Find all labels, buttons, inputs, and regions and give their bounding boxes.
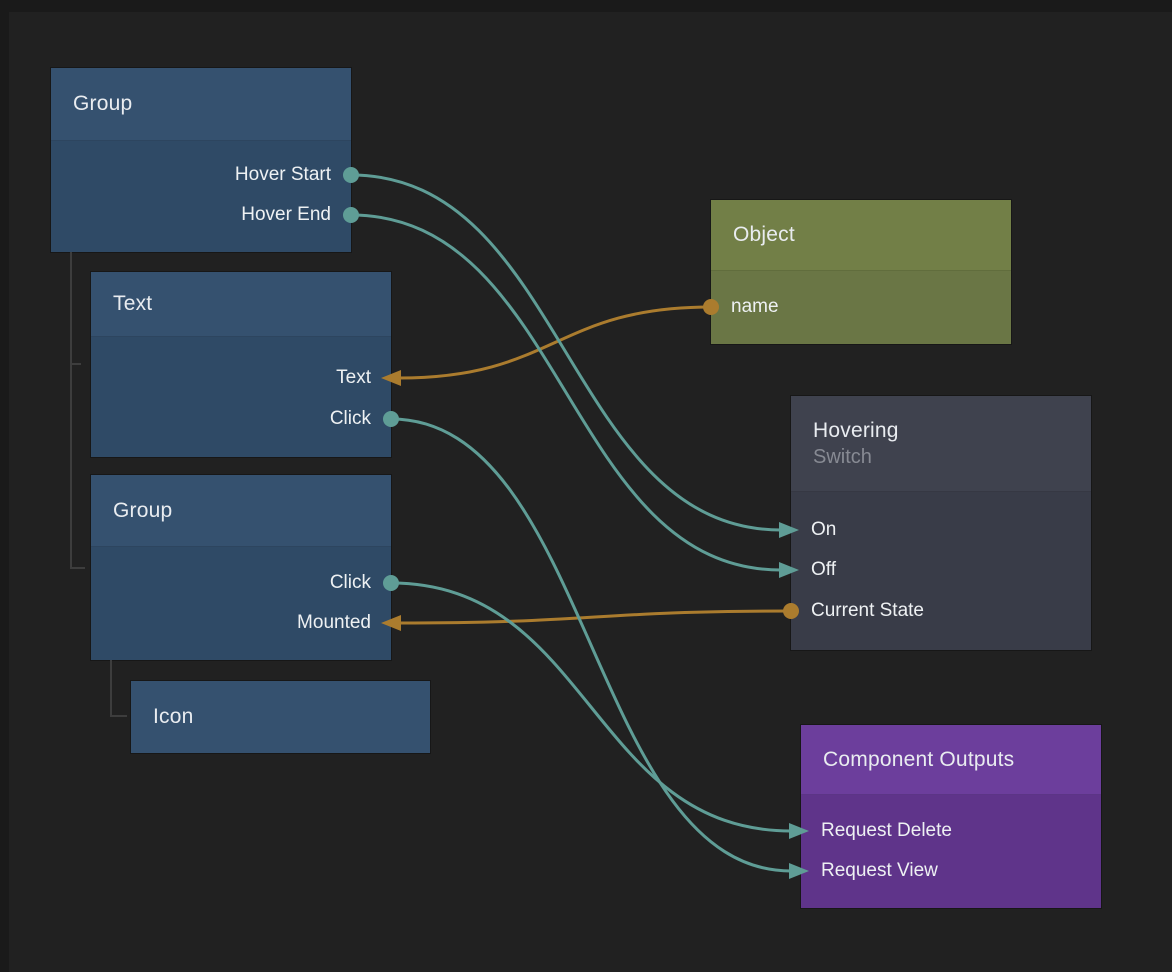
tree-connector-line [70,252,85,569]
port-label: name [731,296,779,317]
node-header[interactable]: Group [51,68,351,141]
node-title: Group [113,498,173,522]
node-title: Group [73,92,133,115]
port-label: Mounted [297,612,371,633]
port-label: Current State [811,600,924,621]
port-hovering-1-off[interactable]: Off [791,550,1091,590]
edge-group-2-click-to-component-outputs-1-request-delete[interactable] [389,581,793,833]
edge-text-1-click-to-component-outputs-1-request-view[interactable] [389,417,793,873]
edge-hovering-1-current-state-to-group-2-mounted[interactable] [397,609,793,625]
canvas-frame-top [0,0,1172,12]
port-group-2-mounted[interactable]: Mounted [91,603,391,643]
port-group-2-click[interactable]: Click [91,563,391,603]
tree-connector-line [110,660,127,717]
port-label: Hover End [241,204,331,225]
node-title: Object [733,223,795,246]
node-header[interactable]: Group [91,475,391,547]
node-title: Component Outputs [823,747,1015,771]
port-label: Hover Start [234,164,331,185]
node-header[interactable]: Component Outputs [801,725,1101,795]
port-component-outputs-1-request-view[interactable]: Request View [801,851,1101,891]
port-hovering-1-on[interactable]: On [791,510,1091,550]
node-icon-1[interactable]: Icon [131,681,430,753]
port-label: Request View [821,860,938,881]
node-subtitle: Switch [813,445,872,468]
port-group-1-hover-end[interactable]: Hover End [51,195,351,235]
port-label: Off [811,559,836,580]
node-title: Icon [153,705,194,728]
port-text-1-click[interactable]: Click [91,399,391,439]
port-label: On [811,519,837,540]
edge-object-1-name-to-text-1-text[interactable] [397,305,713,380]
port-component-outputs-1-request-delete[interactable]: Request Delete [801,811,1101,851]
node-header[interactable]: Text [91,272,391,337]
node-header[interactable]: Icon [131,681,430,753]
port-hovering-1-current-state[interactable]: Current State [791,591,1091,631]
node-title: Hovering [813,418,899,442]
port-object-1-name[interactable]: name [711,287,1011,327]
canvas-frame-left [0,0,9,972]
node-title: Text [113,292,153,315]
node-object-1[interactable]: Object name [711,200,1011,344]
port-label: Text [336,367,371,388]
port-group-1-hover-start[interactable]: Hover Start [51,155,351,195]
port-label: Request Delete [821,820,952,841]
port-text-1-text[interactable]: Text [91,358,391,398]
port-label: Click [329,572,371,593]
node-header[interactable]: Object [711,200,1011,271]
port-label: Click [329,408,371,429]
